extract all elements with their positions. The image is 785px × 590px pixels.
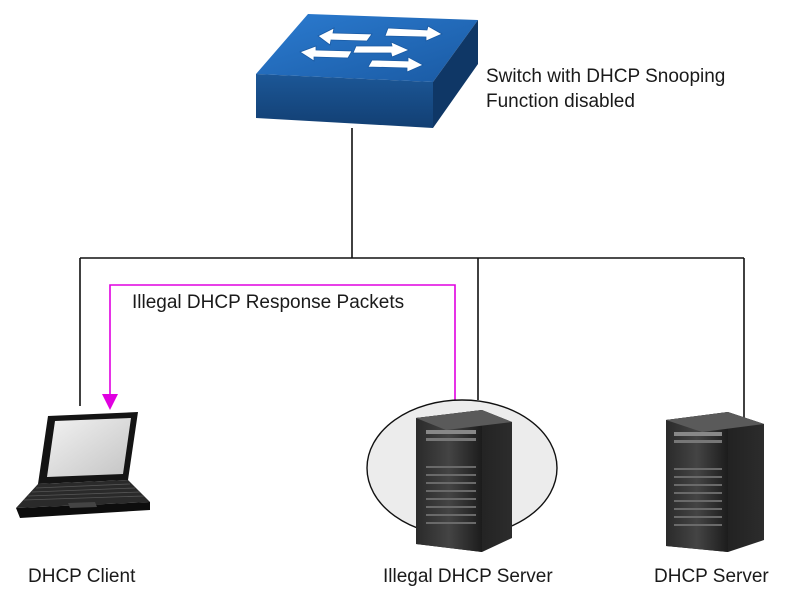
dhcp-server-label: DHCP Server — [654, 566, 769, 587]
switch-caption: Switch with DHCP Snooping Function disab… — [486, 64, 725, 114]
illegal-response-flow-label: Illegal DHCP Response Packets — [132, 292, 405, 313]
laptop-icon — [16, 412, 150, 518]
switch-caption-line-1: Switch with DHCP Snooping — [486, 66, 726, 87]
network-switch-icon — [256, 14, 478, 128]
illegal-dhcp-server-label: Illegal DHCP Server — [383, 566, 553, 587]
dhcp-client-label: DHCP Client — [28, 566, 136, 587]
server-tower-icon — [416, 410, 512, 552]
illegal-response-flow-line — [102, 284, 456, 410]
illegal-server-group — [366, 399, 558, 552]
switch-caption-line-2: Function disabled — [486, 91, 635, 112]
server-tower-icon — [666, 412, 764, 552]
network-links — [79, 128, 745, 418]
